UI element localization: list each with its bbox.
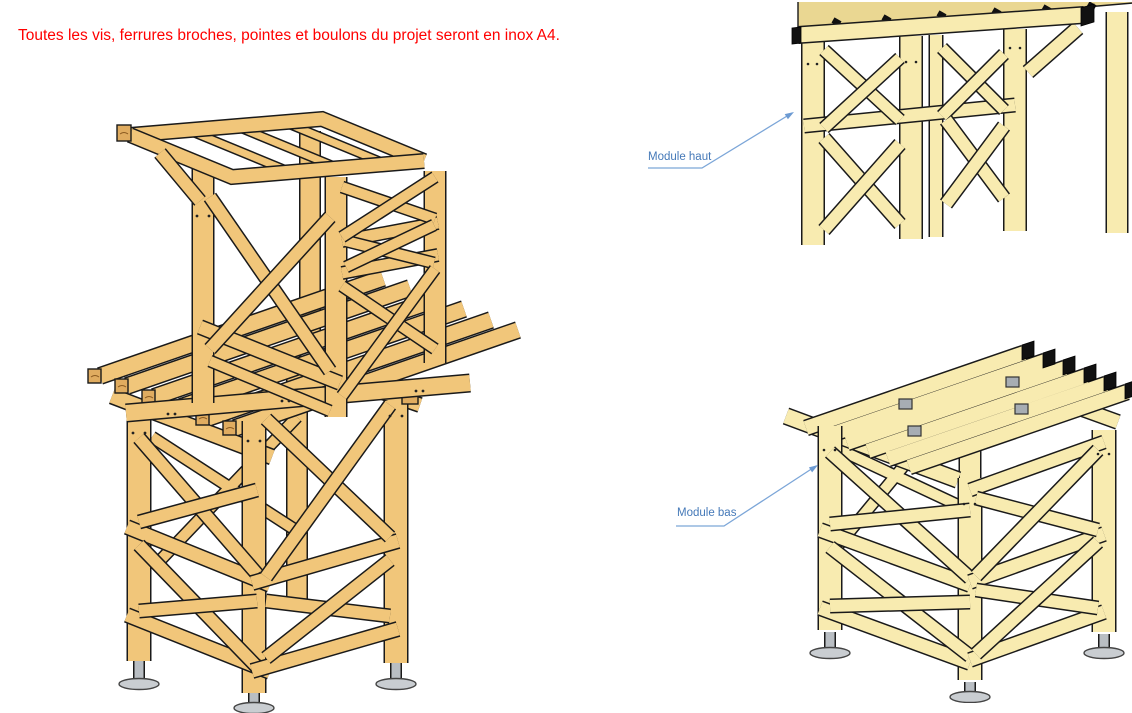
module-bas-leader-arrow: [676, 465, 818, 527]
knee-brace: [1022, 21, 1084, 79]
note-inox: Toutes les vis, ferrures broches, pointe…: [18, 27, 560, 44]
sloped-top-beam: [791, 3, 1095, 45]
screw-dots: [822, 448, 1111, 506]
adjustable-feet: [118, 661, 417, 713]
assembled-structure-drawing: [87, 110, 521, 713]
right-face-braces: [967, 434, 1107, 668]
posts: [801, 12, 1129, 245]
module-haut-leader-arrow: [648, 112, 794, 169]
upper-right-face-braces: [336, 171, 441, 400]
upper-x-braces: [819, 43, 1009, 134]
lower-right-face-braces: [249, 400, 401, 679]
module-haut-label: Module haut: [648, 151, 712, 163]
module-bas-label: Module bas: [677, 507, 737, 519]
top-frame: [116, 110, 428, 206]
module-bas-drawing: [782, 340, 1132, 703]
upper-front-face-braces: [197, 192, 343, 417]
lower-left-face-braces: [123, 433, 274, 680]
screw-dots: [131, 214, 425, 443]
adjustable-feet: [809, 632, 1125, 703]
left-face-braces: [817, 446, 976, 671]
deck-joists: [803, 340, 1132, 476]
module-haut-drawing: [791, 2, 1132, 245]
lower-x-braces: [818, 115, 1011, 235]
metal-brackets: [898, 376, 1029, 437]
screw-dots: [806, 46, 1022, 66]
